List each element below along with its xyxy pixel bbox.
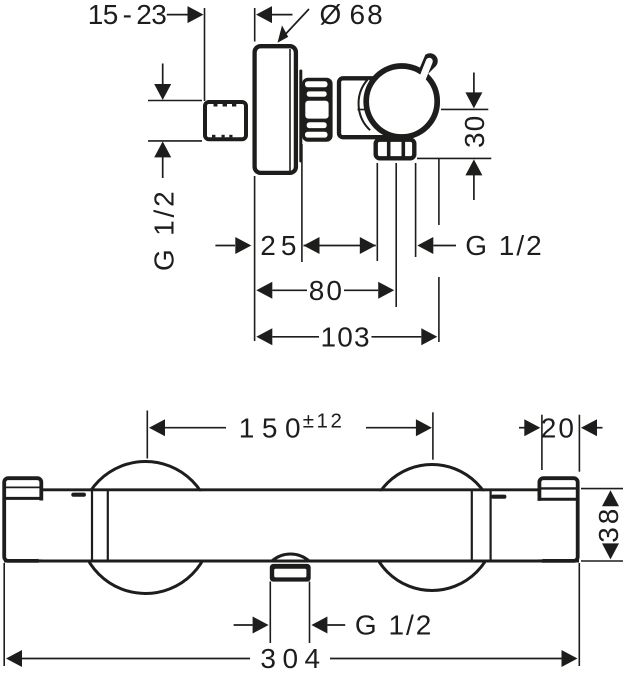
svg-text:103: 103	[321, 322, 371, 353]
svg-text:G 1/2: G 1/2	[149, 189, 180, 271]
svg-text:25: 25	[260, 230, 301, 261]
svg-text:20: 20	[541, 412, 576, 443]
svg-text:80: 80	[309, 275, 344, 306]
svg-text:G 1/2: G 1/2	[465, 230, 543, 261]
svg-text:150: 150	[239, 412, 308, 443]
svg-text:G 1/2: G 1/2	[355, 610, 433, 641]
svg-text:38: 38	[593, 506, 624, 543]
svg-text:15 - 23: 15 - 23	[88, 0, 167, 30]
svg-text:30: 30	[459, 115, 490, 148]
svg-text:Ø 68: Ø 68	[320, 0, 385, 30]
svg-text:±12: ±12	[303, 409, 345, 432]
svg-text:304: 304	[260, 643, 326, 674]
